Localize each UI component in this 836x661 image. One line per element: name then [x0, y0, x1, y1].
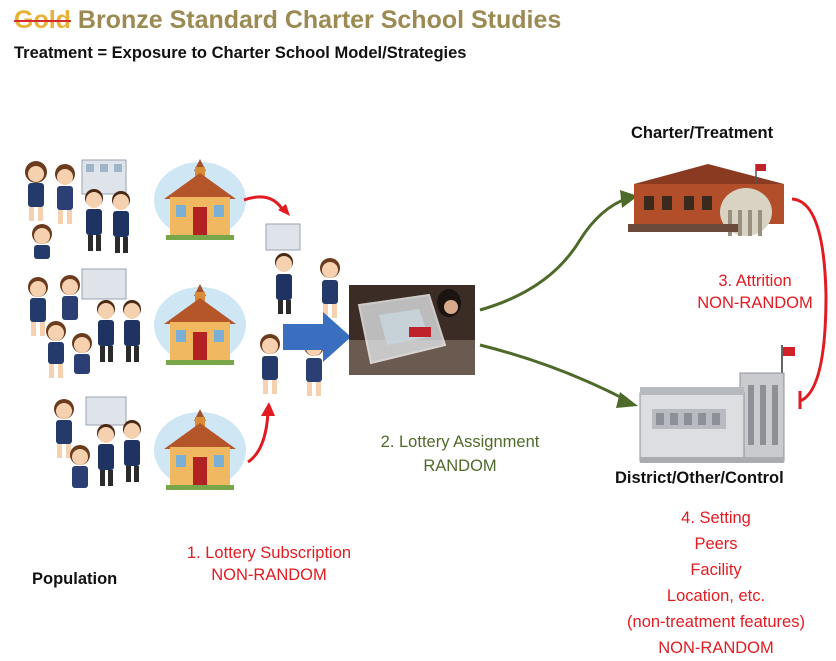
subscription-arrow-top: [243, 195, 290, 216]
population-label: Population: [32, 570, 118, 588]
student-group-icon: [54, 396, 141, 488]
schoolhouse-icon: [154, 284, 246, 365]
subscription-arrow-bottom: [247, 402, 275, 464]
district-control-label: District/Other/Control: [615, 469, 784, 487]
page-title: Gold Bronze Standard Charter School Stud…: [14, 6, 561, 35]
charter-treatment-label: Charter/Treatment: [631, 124, 774, 142]
title-text: Bronze Standard Charter School Studies: [77, 6, 562, 34]
student-icon: [81, 159, 127, 195]
attrition-arrow: [791, 197, 828, 409]
blue-arrow-icon: [283, 312, 351, 362]
charter-building-icon: [628, 164, 784, 236]
subtitle: Treatment = Exposure to Charter School M…: [14, 44, 467, 62]
step-setting: 4. Setting Peers Facility Location, etc.…: [627, 509, 805, 657]
step-lottery-assignment: 2. Lottery Assignment RANDOM: [380, 433, 540, 475]
student-group-icon: [28, 268, 141, 378]
lottery-drum-photo: [349, 285, 475, 375]
struck-word: Gold: [14, 6, 71, 34]
step-lottery-subscription: 1. Lottery Subscription NON-RANDOM: [186, 544, 352, 584]
district-building-icon: [639, 345, 795, 463]
student-group-icon: [25, 159, 130, 259]
assignment-arrows: [479, 190, 638, 408]
schoolhouse-icon: [154, 409, 246, 490]
schoolhouse-icon: [154, 159, 246, 240]
step-attrition: 3. Attrition NON-RANDOM: [697, 272, 813, 312]
